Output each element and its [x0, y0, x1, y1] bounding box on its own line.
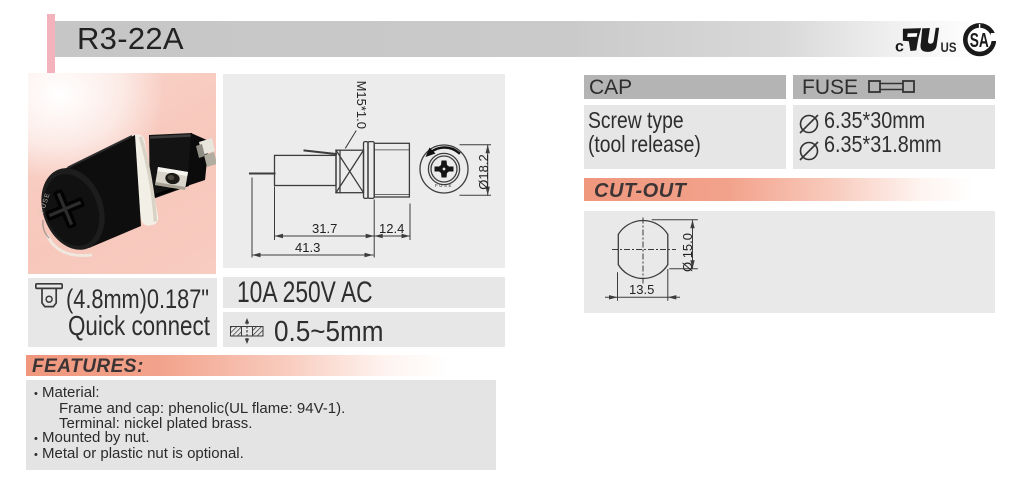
svg-text:FUSE: FUSE — [435, 183, 453, 188]
svg-text:Ø 15.0: Ø 15.0 — [680, 233, 695, 272]
svg-text:41.3: 41.3 — [295, 240, 320, 255]
svg-text:c: c — [895, 39, 904, 56]
svg-text:12.4: 12.4 — [379, 221, 404, 236]
svg-text:M15*1.0: M15*1.0 — [354, 81, 369, 129]
svg-text:31.7: 31.7 — [312, 221, 337, 236]
svg-text:SA: SA — [970, 30, 989, 52]
svg-text:US: US — [941, 39, 957, 55]
svg-text:Ø18.2: Ø18.2 — [476, 154, 491, 189]
svg-text:13.5: 13.5 — [629, 282, 654, 297]
